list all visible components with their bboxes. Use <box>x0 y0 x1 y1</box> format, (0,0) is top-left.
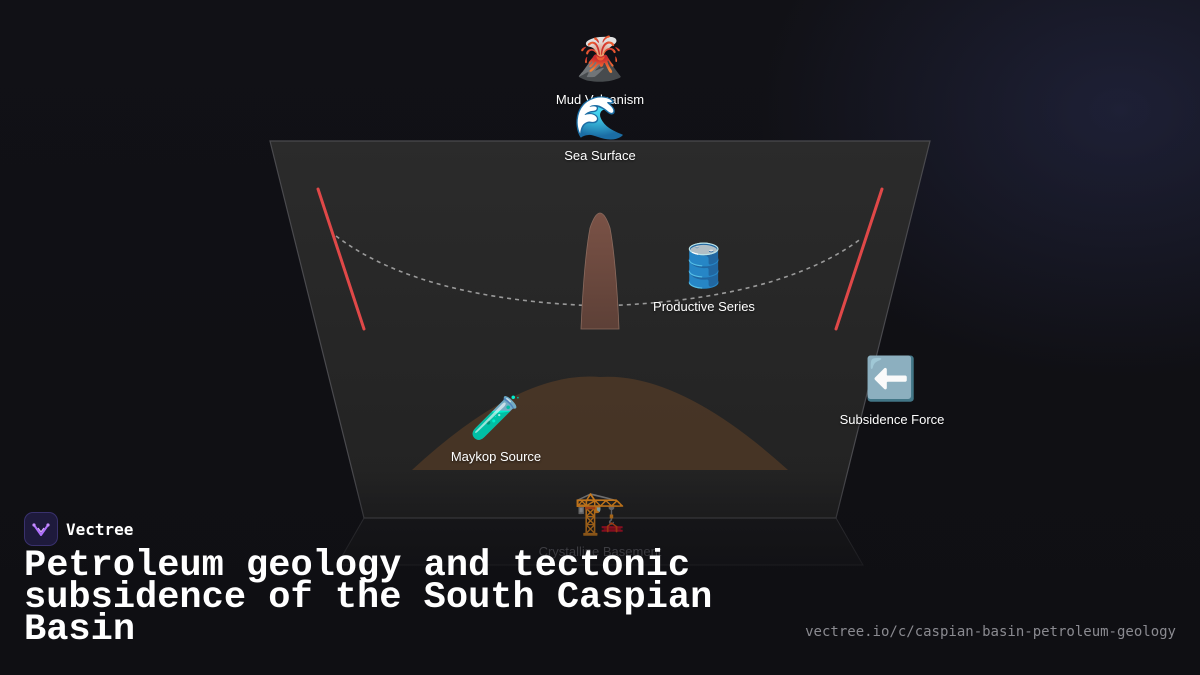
mud-volcano-diapir <box>580 212 620 330</box>
mud-volcanism-label: Mud Volcanism <box>555 92 645 107</box>
vectree-logo-icon <box>24 512 58 546</box>
fault-line-right <box>834 187 884 331</box>
brand-name: Vectree <box>66 519 134 539</box>
page-title: Petroleum geology and tectonic subsidenc… <box>24 545 713 651</box>
productive-series-label: Productive Series <box>653 299 755 314</box>
left-arrow-icon: ⬅️ <box>864 354 918 403</box>
maykop-source-layer <box>412 376 788 470</box>
subsidence-force-label: Subsidence Force <box>839 412 945 427</box>
sea-surface-label: Sea Surface <box>564 148 636 163</box>
test-tube-icon: 🧪 <box>469 393 523 442</box>
source-url[interactable]: vectree.io/c/caspian-basin-petroleum-geo… <box>805 624 1176 640</box>
fault-line-left <box>316 187 366 331</box>
maykop-source-label: Maykop Source <box>450 449 542 464</box>
volcano-icon: 🌋 <box>573 34 627 83</box>
oil-barrel-icon: 🛢️ <box>677 241 731 290</box>
construction-crane-icon: 🏗️ <box>573 488 627 537</box>
wave-icon: 🌊 <box>573 93 627 142</box>
brand[interactable]: Vectree <box>24 512 133 546</box>
productive-series-horizon <box>335 235 863 307</box>
